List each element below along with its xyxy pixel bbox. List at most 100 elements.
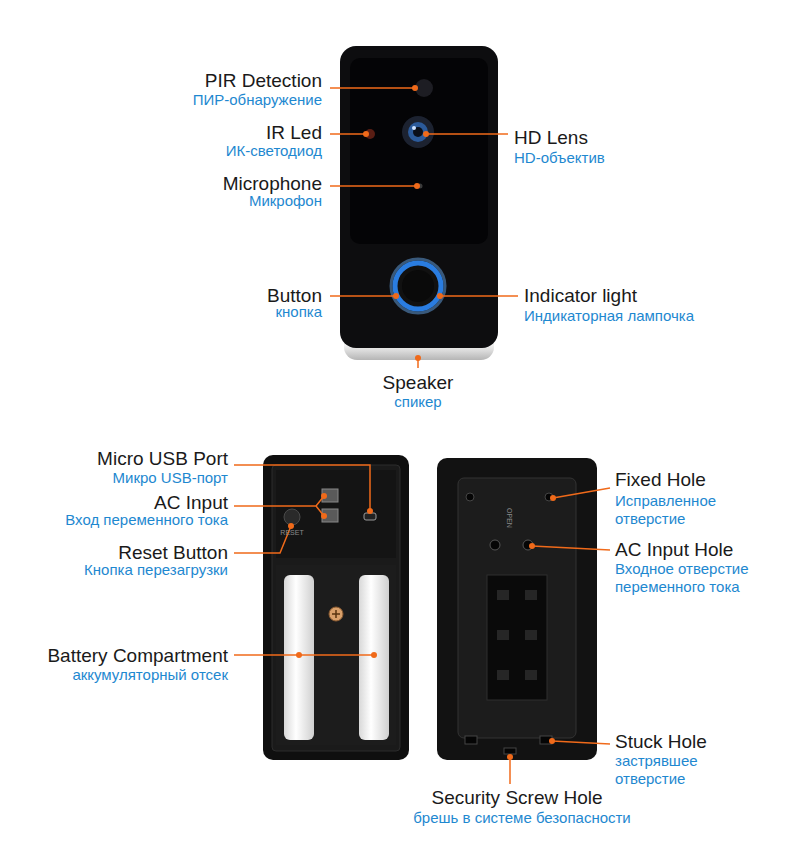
window-notch (525, 630, 537, 640)
leader-line (532, 546, 610, 550)
leader-dot (363, 131, 369, 137)
battery-cell (284, 575, 314, 740)
ac-input-hole (490, 540, 500, 550)
leader-dot (550, 495, 556, 501)
leader-line (234, 654, 374, 656)
reset-button (284, 509, 300, 525)
lens-core (413, 127, 423, 137)
fixed-hole (466, 493, 474, 501)
part-name: AC Input (154, 492, 228, 513)
doorbell-body (340, 46, 498, 348)
window-notch (497, 590, 509, 600)
leader-line (330, 185, 417, 187)
front-view (340, 46, 498, 360)
part-name: AC Input Hole (615, 539, 733, 560)
ac-terminal (322, 489, 338, 502)
case-shell (263, 455, 409, 760)
case-inner (272, 465, 400, 751)
glass-panel (350, 58, 488, 244)
part-name-ru: застрявшее отверстие (615, 752, 735, 788)
leader-dot (393, 293, 399, 299)
plate-window (487, 575, 547, 700)
leader-line (553, 488, 610, 498)
leader-dot (296, 652, 302, 658)
part-name-ru: Вход переменного тока (65, 511, 228, 529)
leader-line (330, 133, 366, 135)
lens-ring (402, 116, 434, 148)
part-name: PIR Detection (205, 70, 322, 91)
part-name-ru: Входное отверстие переменного тока (615, 560, 793, 596)
screw-cross (332, 610, 340, 618)
part-name: Security Screw Hole (431, 787, 602, 808)
leader-dot (412, 85, 418, 91)
security-screw-hole (504, 748, 516, 754)
part-name: Button (267, 285, 322, 306)
part-name-ru: Микрофон (249, 192, 322, 210)
leader-dot (415, 355, 421, 361)
button-face (402, 270, 434, 302)
part-name: Micro USB Port (97, 448, 228, 469)
part-name-ru: Микро USB-порт (113, 469, 228, 487)
leader-line (330, 87, 415, 89)
button-glow (391, 259, 445, 313)
leader-line (440, 295, 518, 297)
mount-plate (437, 458, 597, 760)
window-notch (525, 670, 537, 680)
part-name: Battery Compartment (47, 645, 228, 666)
leader-dot (321, 513, 327, 519)
part-name: HD Lens (514, 127, 588, 148)
battery-cell (359, 575, 389, 740)
leader-dot (367, 508, 373, 514)
part-name-ru: аккумуляторный отсек (72, 666, 228, 684)
window-notch (525, 590, 537, 600)
plate-inner (458, 478, 576, 738)
part-name: Stuck Hole (615, 731, 707, 752)
leader-line (330, 295, 396, 297)
part-name-ru: спикер (394, 393, 441, 411)
leader-dot (549, 738, 555, 744)
part-name-ru: брешь в системе безопасности (413, 809, 631, 827)
part-name: Fixed Hole (615, 469, 706, 490)
leader-lines (234, 88, 610, 784)
button-ring (395, 263, 441, 309)
part-name: Indicator light (524, 285, 637, 306)
window-notch (497, 630, 509, 640)
part-name-ru: Кнопка перезагрузки (84, 561, 228, 579)
leader-dot (371, 652, 377, 658)
leader-dot (529, 543, 535, 549)
leader-dot (414, 183, 420, 189)
back-case (263, 455, 409, 760)
part-name-ru: ПИР-обнаружение (193, 91, 322, 109)
part-name-ru: ИК-светодиод (226, 142, 322, 160)
plate-shell (437, 458, 597, 760)
leader-line (234, 465, 370, 511)
part-name-ru: HD-объектив (514, 149, 605, 167)
part-name-ru: Индикаторная лампочка (524, 307, 694, 325)
part-name: Speaker (383, 372, 454, 393)
leader-dots (288, 85, 556, 760)
part-name: Reset Button (118, 542, 228, 563)
leader-dot (321, 493, 327, 499)
leader-line (426, 133, 508, 135)
leader-dot (437, 293, 443, 299)
part-name-ru: Исправленное отверстие (615, 492, 755, 528)
stuck-hole (465, 736, 477, 744)
lens-glint (412, 126, 416, 130)
leader-line (509, 757, 511, 784)
leader-dot (507, 754, 513, 760)
plate-marking: OPEN (505, 508, 513, 528)
part-name: IR Led (266, 122, 322, 143)
leader-dot (423, 131, 429, 137)
module-area (276, 470, 396, 558)
part-name: Microphone (223, 173, 322, 194)
button-marking: RESET (280, 529, 303, 537)
leader-dot (288, 523, 294, 529)
window-notch (497, 670, 509, 680)
ac-terminal (322, 509, 338, 522)
usb-port (364, 513, 376, 520)
leader-line (552, 741, 610, 744)
lens-glass (408, 122, 428, 142)
part-name-ru: кнопка (275, 303, 322, 321)
